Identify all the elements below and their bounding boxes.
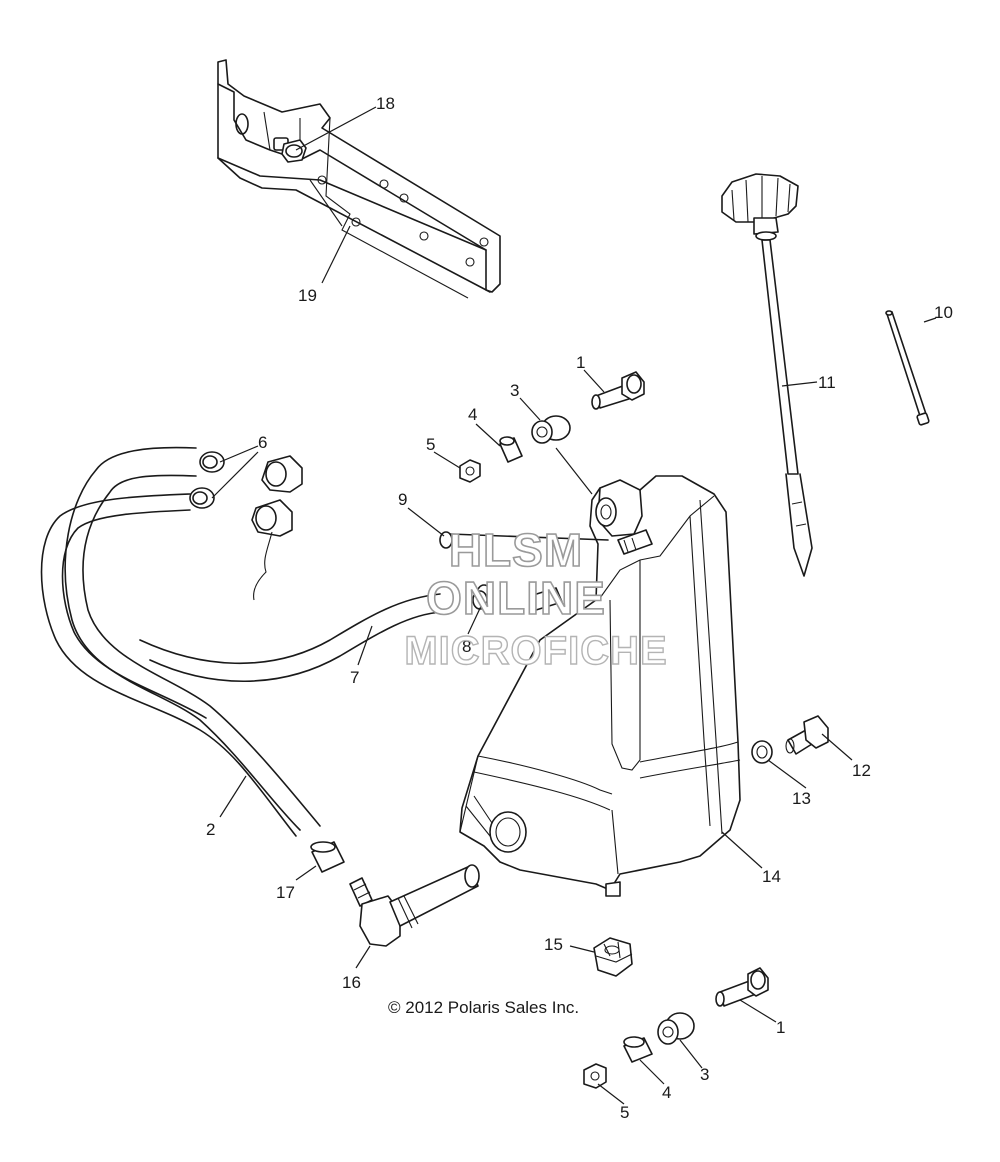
washer-part-13 <box>751 740 773 764</box>
grommet-part-3-upper <box>531 415 571 444</box>
hose-part-7 <box>139 593 443 682</box>
callout-labels: 18 19 10 11 1 3 4 5 6 9 8 7 2 12 13 14 1… <box>206 94 953 1122</box>
spacer-part-4-lower <box>623 1036 653 1063</box>
callout-1-lower: 1 <box>776 1018 785 1037</box>
callout-6: 6 <box>258 433 267 452</box>
nut-part-5-lower <box>583 1063 607 1089</box>
rod-part-10 <box>885 310 930 426</box>
spacer-part-4-upper <box>499 436 523 463</box>
clamp-part-6 <box>189 451 303 601</box>
callout-15: 15 <box>544 935 563 954</box>
callout-11: 11 <box>818 373 836 392</box>
callout-3-upper: 3 <box>510 381 519 400</box>
bolt-part-18 <box>273 137 307 163</box>
elbow-fitting-part-16 <box>349 864 480 947</box>
bolt-part-1-lower <box>715 967 769 1007</box>
bolt-part-1-upper <box>591 371 645 410</box>
callout-4-lower: 4 <box>662 1083 671 1102</box>
reservoir-tank-part-14 <box>459 475 741 897</box>
watermark-line-3: MICROFICHE <box>404 629 667 673</box>
callout-5-lower: 5 <box>620 1103 629 1122</box>
sleeve-part-17 <box>310 841 345 873</box>
nut-part-5-upper <box>459 459 481 483</box>
callout-13: 13 <box>792 789 811 808</box>
callout-9: 9 <box>398 490 407 509</box>
watermark-line-1: HLSM <box>449 524 583 576</box>
grommet-part-3-lower <box>657 1012 695 1045</box>
castle-nut-part-15 <box>593 937 633 977</box>
callout-3-lower: 3 <box>700 1065 709 1084</box>
callout-5-upper: 5 <box>426 435 435 454</box>
callout-19: 19 <box>298 286 317 305</box>
callout-8: 8 <box>462 637 471 656</box>
callout-16: 16 <box>342 973 361 992</box>
bracket-part-19 <box>217 59 501 299</box>
callout-17: 17 <box>276 883 295 902</box>
hose-part-2 <box>40 446 321 837</box>
callout-7: 7 <box>350 668 359 687</box>
watermark: HLSM ONLINE MICROFICHE <box>404 523 668 674</box>
drain-plug-part-12 <box>785 715 829 755</box>
callout-12: 12 <box>852 761 871 780</box>
callout-4-upper: 4 <box>468 405 477 424</box>
callout-18: 18 <box>376 94 395 113</box>
callout-2: 2 <box>206 820 215 839</box>
dipstick-part-11 <box>721 173 813 577</box>
copyright-notice: © 2012 Polaris Sales Inc. <box>388 998 580 1017</box>
callout-1-upper: 1 <box>576 353 585 372</box>
leader-lines <box>211 106 937 1105</box>
callout-10: 10 <box>934 303 953 322</box>
callout-14: 14 <box>762 867 781 886</box>
clip-part-9 <box>439 531 609 549</box>
watermark-line-2: ONLINE <box>426 572 606 624</box>
